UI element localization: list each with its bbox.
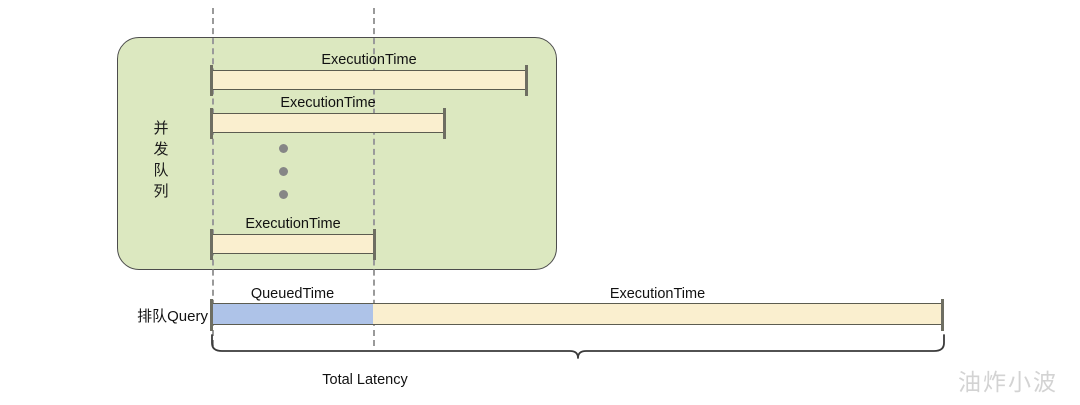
execution-start-guide: [373, 8, 375, 346]
watermark: 油炸小波: [958, 369, 1058, 395]
total-latency-brace: [206, 334, 950, 364]
execution-time-segment: [373, 299, 944, 331]
concurrent-queue-label: 并 发 队 列: [150, 118, 172, 202]
ellipsis-dot-2: [279, 167, 288, 176]
execution-bar-1: [210, 65, 528, 96]
queue-label-char-0: 并: [153, 120, 169, 137]
queue-start-guide: [212, 8, 214, 346]
total-latency-text: Total Latency: [322, 372, 408, 388]
bar-caption-2: ExecutionTime: [280, 95, 376, 111]
queued-time-segment: [210, 299, 373, 331]
queue-label-char-2: 队: [153, 162, 169, 179]
ellipsis-dot-1: [279, 144, 288, 153]
bar-caption-1: ExecutionTime: [321, 52, 417, 68]
queue-label-char-3: 列: [153, 183, 169, 200]
bar-caption-3: ExecutionTime: [245, 216, 341, 232]
ellipsis-dot-3: [279, 190, 288, 199]
queued-query-label: 排队Query: [137, 308, 208, 325]
execution-bar-3: [210, 229, 376, 260]
execution-time-caption: ExecutionTime: [609, 286, 706, 302]
queued-time-caption: QueuedTime: [250, 286, 335, 302]
execution-bar-2: [210, 108, 446, 139]
total-latency-label: Total Latency: [212, 372, 942, 388]
queue-label-char-1: 发: [153, 141, 169, 158]
